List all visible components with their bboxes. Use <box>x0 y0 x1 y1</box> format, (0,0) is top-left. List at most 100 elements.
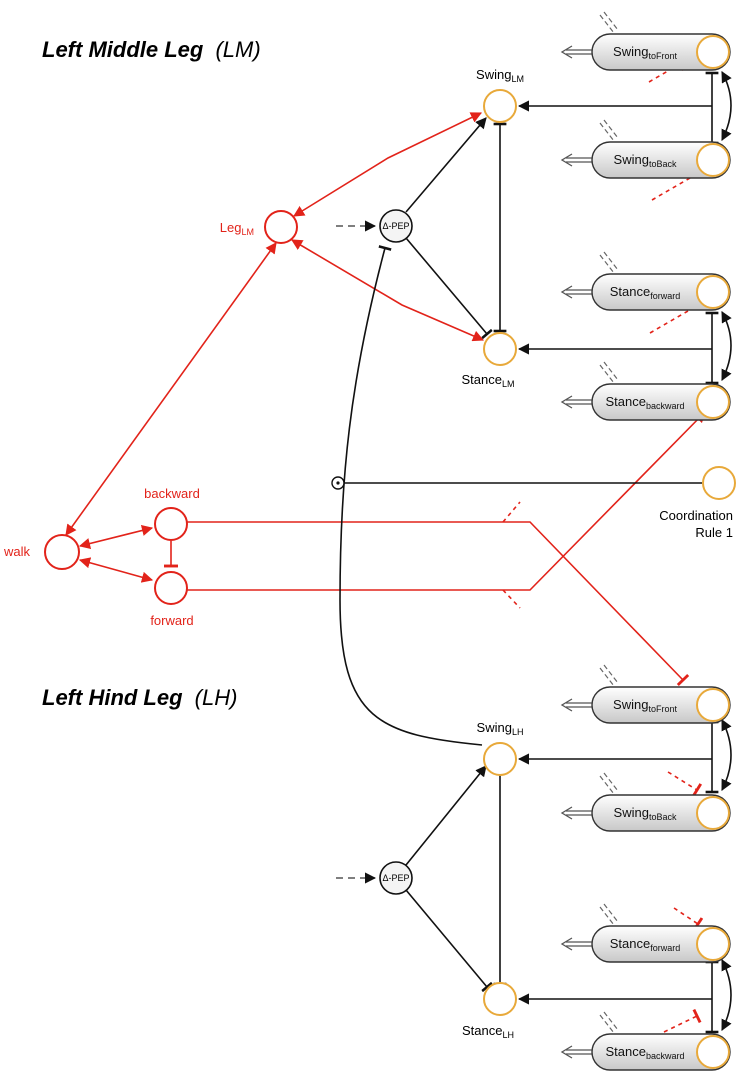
node-backward <box>154 507 188 541</box>
pill-input-line <box>603 1011 619 1031</box>
pill-label: Stancebackward <box>605 1044 684 1061</box>
pill-label: SwingtoFront <box>613 44 677 61</box>
stub-lm-swing-back <box>651 177 691 201</box>
pill-lm-swing-front: SwingtoFront <box>560 11 731 71</box>
pill-node <box>696 35 730 69</box>
node-stance-lm <box>483 332 517 366</box>
stub-lm-swing-front <box>648 57 685 83</box>
edge-pep-swing-lm <box>405 117 487 213</box>
edge-walk-backward <box>78 525 154 549</box>
pill-node <box>696 143 730 177</box>
pill-input-line <box>599 1014 615 1034</box>
pill-lh-swing-front: SwingtoFront <box>560 664 731 724</box>
node-leg-lm <box>264 210 298 244</box>
pill-label: SwingtoBack <box>614 805 677 822</box>
pill-input-line <box>603 251 619 271</box>
edge-leg-swing <box>293 112 483 217</box>
pill-input-line <box>599 906 615 926</box>
pill-input-line <box>599 254 615 274</box>
pill-output-arrowhead <box>560 698 573 712</box>
node-pep-lh <box>379 861 413 895</box>
pill-output-arrowhead <box>560 153 573 167</box>
black-connections <box>336 71 732 1034</box>
pill-node <box>696 385 730 419</box>
stub-1 <box>502 501 521 523</box>
stub-lm-stance-fwd <box>649 310 689 334</box>
leg-lm-label: LegLM <box>220 220 254 237</box>
edge-lm-stance-curve <box>721 311 732 381</box>
pill-input-line <box>603 903 619 923</box>
pill-input-line <box>603 664 619 684</box>
pill-lm-swing-back: SwingtoBack <box>560 119 731 179</box>
pill-input-line <box>603 119 619 139</box>
pill-input-line <box>599 667 615 687</box>
pill-node <box>696 1035 730 1069</box>
pill-lh-stance-backward: Stancebackward <box>560 1011 731 1071</box>
edge-pep-stance-lm <box>405 237 493 340</box>
pill-output-arrowhead <box>560 806 573 820</box>
edge-pep-swing-lh <box>405 765 487 866</box>
pep-lm-label: Δ-PEP <box>382 221 409 231</box>
edge-walk-forward <box>78 557 154 583</box>
pill-input-line <box>599 364 615 384</box>
red-connections <box>65 57 706 1033</box>
pill-output-arrowhead <box>560 395 573 409</box>
stub-2 <box>502 589 521 609</box>
nodes <box>44 89 736 1016</box>
junction-dot <box>336 481 340 485</box>
pill-input-line <box>599 14 615 34</box>
node-forward <box>154 571 188 605</box>
edge-backward-lh <box>187 521 690 687</box>
edge-leg-stance <box>291 239 485 342</box>
swing-lh-label: SwingLH <box>477 720 524 737</box>
pill-input-line <box>603 361 619 381</box>
edge-walk-leg <box>65 242 277 536</box>
pill-lh-stance-forward: Stanceforward <box>560 903 731 963</box>
pill-input-line <box>599 775 615 795</box>
pill-output-arrowhead <box>560 45 573 59</box>
pill-lm-stance-forward: Stanceforward <box>560 251 731 311</box>
pill-group: SwingtoFrontSwingtoBackStanceforwardStan… <box>560 11 731 1071</box>
node-swing-lm <box>483 89 517 123</box>
pill-lm-stance-backward: Stancebackward <box>560 361 731 421</box>
edge-swing-lh-pep-lm <box>339 245 483 746</box>
pill-label: SwingtoBack <box>614 152 677 169</box>
stance-lh-label: StanceLH <box>462 1023 514 1040</box>
pill-input-line <box>599 122 615 142</box>
pill-input-line <box>603 11 619 31</box>
pep-lh-label: Δ-PEP <box>382 873 409 883</box>
swing-lm-label: SwingLM <box>476 67 524 84</box>
pill-input-line <box>603 772 619 792</box>
pill-lh-swing-back: SwingtoBack <box>560 772 731 832</box>
node-labels: Δ-PEP Δ-PEP SwingLM StanceLM LegLM Swing… <box>3 67 733 1040</box>
edge-forward-lm <box>187 411 706 591</box>
walk-label: walk <box>3 544 31 559</box>
node-stance-lh <box>483 982 517 1016</box>
pill-node <box>696 275 730 309</box>
pill-output-arrowhead <box>560 1045 573 1059</box>
coordination-label-1: Coordination <box>659 508 733 523</box>
pill-node <box>696 927 730 961</box>
node-coordination <box>702 466 736 500</box>
coordination-label-2: Rule 1 <box>695 525 733 540</box>
title-lm: Left Middle Leg (LM) <box>42 37 261 62</box>
node-pep-lm <box>379 209 413 243</box>
pill-label: Stanceforward <box>610 284 681 301</box>
pill-label: Stanceforward <box>610 936 681 953</box>
forward-label: forward <box>150 613 193 628</box>
edge-lm-swing-curve <box>721 71 732 141</box>
stub-lh-stance-fwd <box>673 907 704 931</box>
edge-lh-swing-curve <box>721 719 732 791</box>
stub-lh-stance-bwd <box>663 1008 702 1033</box>
pill-output-arrowhead <box>560 937 573 951</box>
node-walk <box>44 534 80 570</box>
edge-lh-stance-curve <box>721 959 732 1031</box>
pill-node <box>696 796 730 830</box>
edge-pep-stance-lh <box>405 889 493 993</box>
title-lh: Left Hind Leg (LH) <box>42 685 237 710</box>
stub-lh-swing-back <box>667 771 703 797</box>
pill-label: SwingtoFront <box>613 697 677 714</box>
pill-output-arrowhead <box>560 285 573 299</box>
